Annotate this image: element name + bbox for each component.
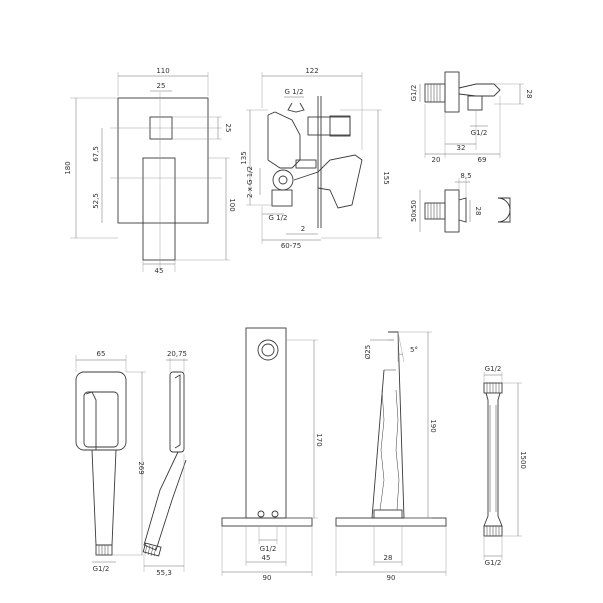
lower-span-label: 52,5 <box>92 193 100 209</box>
hose-body <box>483 392 503 527</box>
shower-thread-label: G1/2 <box>93 565 110 573</box>
holder-size-label: 50x50 <box>410 200 418 222</box>
rail-outlet-ring <box>257 339 279 361</box>
holder-height-label: 28 <box>474 207 482 216</box>
rail-bar-side <box>371 331 405 519</box>
mixer-side-view: 122 G 1/2 135 2 x G 1/2 G 1/2 2 60-75 15… <box>240 67 390 250</box>
mixer-lever <box>142 157 176 261</box>
shower-depth-label: 20,75 <box>167 350 187 358</box>
rail-side-height-label: 190 <box>429 419 437 432</box>
rail-width-label: 45 <box>262 554 271 562</box>
rail-base-plate <box>221 517 313 527</box>
side-depth-label: 122 <box>305 67 318 75</box>
holder-plate <box>444 189 460 233</box>
depth-range-label: 60-75 <box>281 242 301 250</box>
mixer-body <box>267 111 301 169</box>
upper-span-label: 67,5 <box>92 146 100 162</box>
shower-rail-front-view: 170 G1/2 45 90 <box>221 327 323 582</box>
outlet-length-label: 69 <box>478 156 487 164</box>
bottom-thread-label: G 1/2 <box>269 214 288 222</box>
shower-handle-side <box>143 451 187 551</box>
hose-length-label: 1500 <box>519 451 527 469</box>
plate-height-label: 100 <box>228 198 236 211</box>
shower-handle <box>91 449 117 546</box>
outlet-small-thread-label: G1/2 <box>471 129 488 137</box>
side-thread-label: 2 x G 1/2 <box>246 166 254 198</box>
rail-bar-front <box>245 327 287 519</box>
mixer-front-view: 110 25 180 67,5 52,5 25 100 45 <box>64 67 236 275</box>
outlet-thread-label: G1/2 <box>410 85 418 102</box>
holder-offset-label: 8,5 <box>460 172 471 180</box>
total-height-label: 155 <box>382 171 390 184</box>
diverter-knob <box>329 115 351 137</box>
shower-width-label: 65 <box>97 350 106 358</box>
mixer-plate-outline <box>117 97 209 224</box>
outlet-width-label: 32 <box>457 144 466 152</box>
hand-shower-side-view: 20,75 55,3 <box>142 350 188 577</box>
wall-outlet-view: G1/2 28 G1/2 32 20 69 8,5 50x50 28 <box>410 71 533 233</box>
holder-body <box>458 197 467 223</box>
wall-outlet-plate <box>444 71 460 113</box>
hose-top-thread-label: G1/2 <box>485 365 502 373</box>
outlet-width-label: 45 <box>155 267 164 275</box>
mixer-height-label: 180 <box>64 161 72 174</box>
top-inlet <box>287 102 305 113</box>
shower-head-face <box>75 371 127 451</box>
lever-side-profile <box>293 154 363 209</box>
hose-bottom-thread-label: G1/2 <box>485 559 502 567</box>
rail-angle-label: 5° <box>410 346 418 354</box>
outlet-offset-label: 20 <box>432 156 441 164</box>
outlet-thread-body <box>424 83 446 103</box>
rail-thread-label: G1/2 <box>260 545 277 553</box>
outlet-height-label: 28 <box>525 90 533 99</box>
handle-height-label: 25 <box>224 124 232 133</box>
rail-height-label: 170 <box>315 433 323 446</box>
handle-width-label: 25 <box>157 82 166 90</box>
holder-thread <box>424 202 446 220</box>
shower-connector <box>95 544 113 556</box>
outlet-nozzle <box>458 83 501 97</box>
top-thread-label: G 1/2 <box>285 88 304 96</box>
rail-inner-label: 28 <box>384 554 393 562</box>
mixer-width-label: 110 <box>156 67 169 75</box>
rail-diameter-label: Ø25 <box>364 345 372 359</box>
side-inlet-left <box>272 169 294 191</box>
shower-length-label: 269 <box>137 461 145 474</box>
rail-base-label: 90 <box>263 574 272 582</box>
rail-side-base <box>335 517 447 527</box>
hand-shower-front-view: 65 269 G1/2 <box>75 350 146 573</box>
shower-head-side <box>169 371 185 453</box>
shower-hose-view: G1/2 1500 G1/2 <box>483 365 527 567</box>
shower-rail-side-view: Ø25 5° 190 28 90 <box>335 331 447 582</box>
side-height-label: 135 <box>240 151 248 164</box>
shower-bottom-depth-label: 55,3 <box>156 569 172 577</box>
rail-side-base-label: 90 <box>387 574 396 582</box>
holder-clip <box>497 197 511 223</box>
diverter-cartridge <box>307 116 351 136</box>
wall-step-label: 2 <box>301 225 305 233</box>
